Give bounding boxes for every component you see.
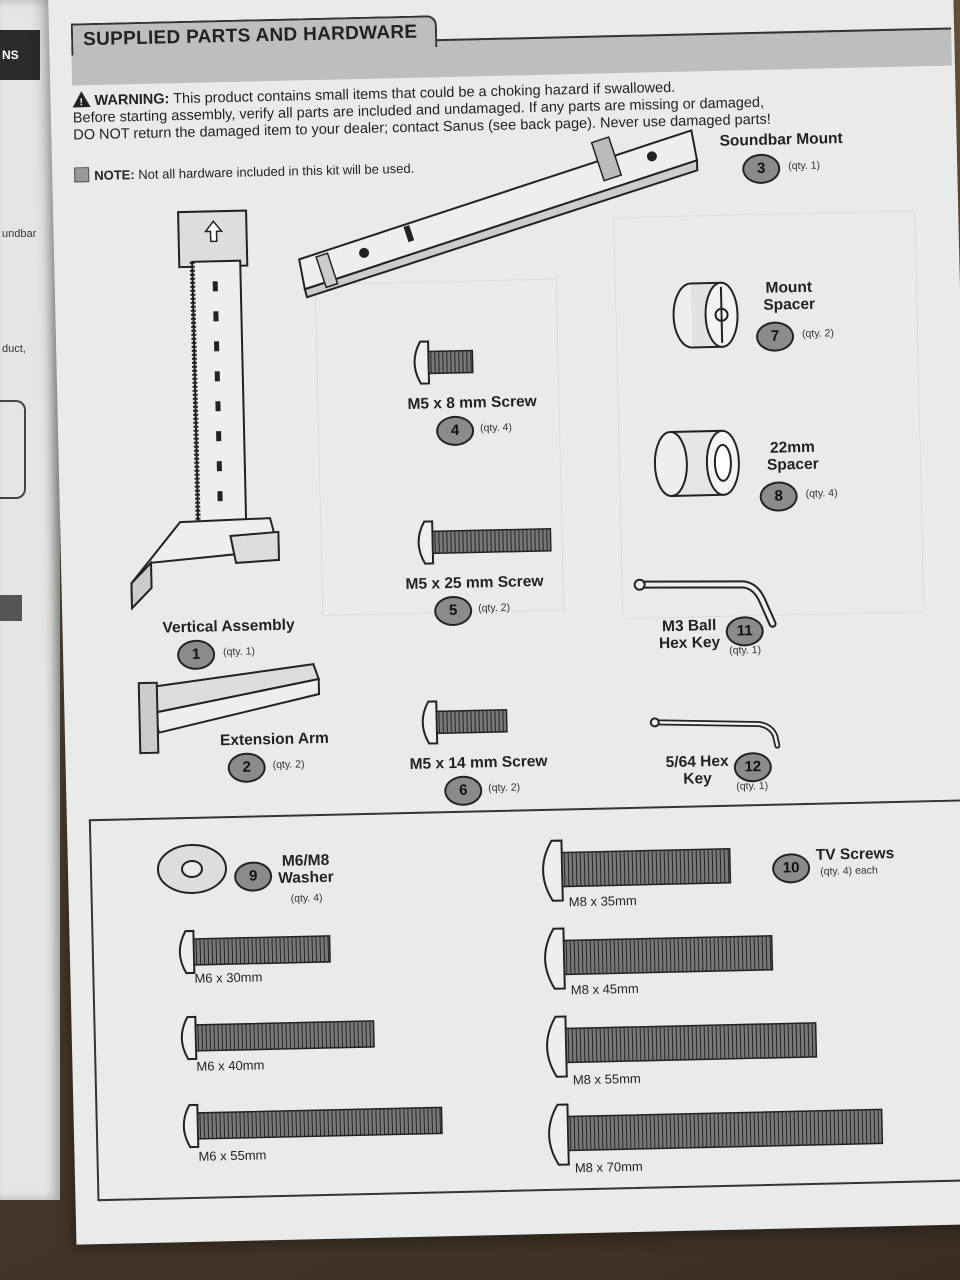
part-label: M5 x 25 mm Screw (405, 572, 544, 594)
part-qty: (qty. 1) (736, 779, 769, 793)
part-qty: (qty. 2) (272, 758, 305, 772)
section-title: SUPPLIED PARTS AND HARDWARE (82, 21, 418, 51)
left-page-text: duct, (2, 343, 26, 355)
mount-spacer-drawing (672, 281, 739, 349)
part-number-badge: 11 (725, 615, 765, 647)
screw-label: M8 x 35mm (568, 892, 637, 910)
part-label: M5 x 8 mm Screw (407, 393, 537, 413)
washer-qty: (qty. 4) (290, 892, 323, 905)
m5-25mm-screw-drawing (417, 520, 552, 565)
part-label: Extension Arm (219, 729, 330, 750)
left-page-text: undbar (2, 228, 37, 240)
left-page-bar (0, 595, 22, 621)
screw-label: M8 x 45mm (570, 980, 639, 998)
warning-label: WARNING: (94, 91, 170, 109)
m8-55mm-screw-drawing (546, 1015, 818, 1078)
washer-drawing (156, 843, 227, 894)
part-qty: (qty. 4) (805, 487, 838, 500)
faint-background-art (314, 278, 565, 616)
note-icon (74, 167, 90, 183)
part-qty: (qty. 1) (788, 159, 821, 173)
left-page-tab: NS (0, 30, 40, 80)
part-label: Vertical Assembly (162, 616, 295, 637)
m6-40mm-screw-drawing (180, 1015, 375, 1061)
extension-arm-drawing (137, 663, 321, 755)
m5-8mm-screw-drawing (413, 340, 474, 385)
warning-icon (72, 91, 91, 108)
m8-45mm-screw-drawing (544, 927, 774, 990)
tv-screws-qty: (qty. 4) each (820, 864, 878, 878)
manual-page: SUPPLIED PARTS AND HARDWARE WARNING: Thi… (48, 0, 960, 1245)
part-number-badge: 10 (771, 852, 811, 884)
part-number-badge: 5 (433, 595, 473, 627)
tv-screws-label: TV Screws (815, 845, 895, 864)
screw-label: M6 x 30mm (194, 969, 263, 986)
part-qty: (qty. 2) (478, 601, 511, 615)
part-number-badge: 3 (741, 153, 781, 185)
screw-label: M8 x 55mm (572, 1070, 641, 1088)
part-number-badge: 2 (227, 752, 267, 784)
note-label: NOTE: (94, 167, 135, 183)
m6-55mm-screw-drawing (182, 1103, 443, 1149)
m8-35mm-screw-drawing (542, 839, 732, 902)
part-number-badge: 6 (443, 775, 483, 807)
part-qty: (qty. 2) (801, 327, 835, 340)
m5-14mm-screw-drawing (421, 700, 508, 745)
part-qty: (qty. 1) (729, 643, 762, 657)
m8-70mm-screw-drawing (548, 1103, 884, 1166)
part-label: Soundbar Mount (719, 130, 843, 150)
screw-label: M6 x 40mm (196, 1057, 265, 1074)
part-qty: (qty. 2) (488, 781, 521, 795)
part-label: M5 x 14 mm Screw (409, 752, 548, 773)
soundbar-mount-drawing (298, 129, 699, 299)
part-qty: (qty. 4) (479, 421, 513, 435)
part-number-badge: 12 (733, 751, 773, 783)
5-64-hex-key-drawing (649, 717, 781, 749)
section-header-tab: SUPPLIED PARTS AND HARDWARE (70, 15, 438, 56)
left-page-box (0, 400, 26, 499)
screw-label: M6 x 55mm (198, 1147, 267, 1164)
screw-label: M8 x 70mm (574, 1158, 643, 1176)
part-number-badge: 9 (233, 861, 273, 893)
left-page-edge: NS undbar duct, (0, 0, 60, 1200)
22mm-spacer-drawing (653, 429, 740, 497)
m6-30mm-screw-drawing (178, 929, 331, 975)
vertical-assembly-drawing (130, 209, 281, 611)
m3-ball-hex-key-drawing (633, 578, 777, 628)
